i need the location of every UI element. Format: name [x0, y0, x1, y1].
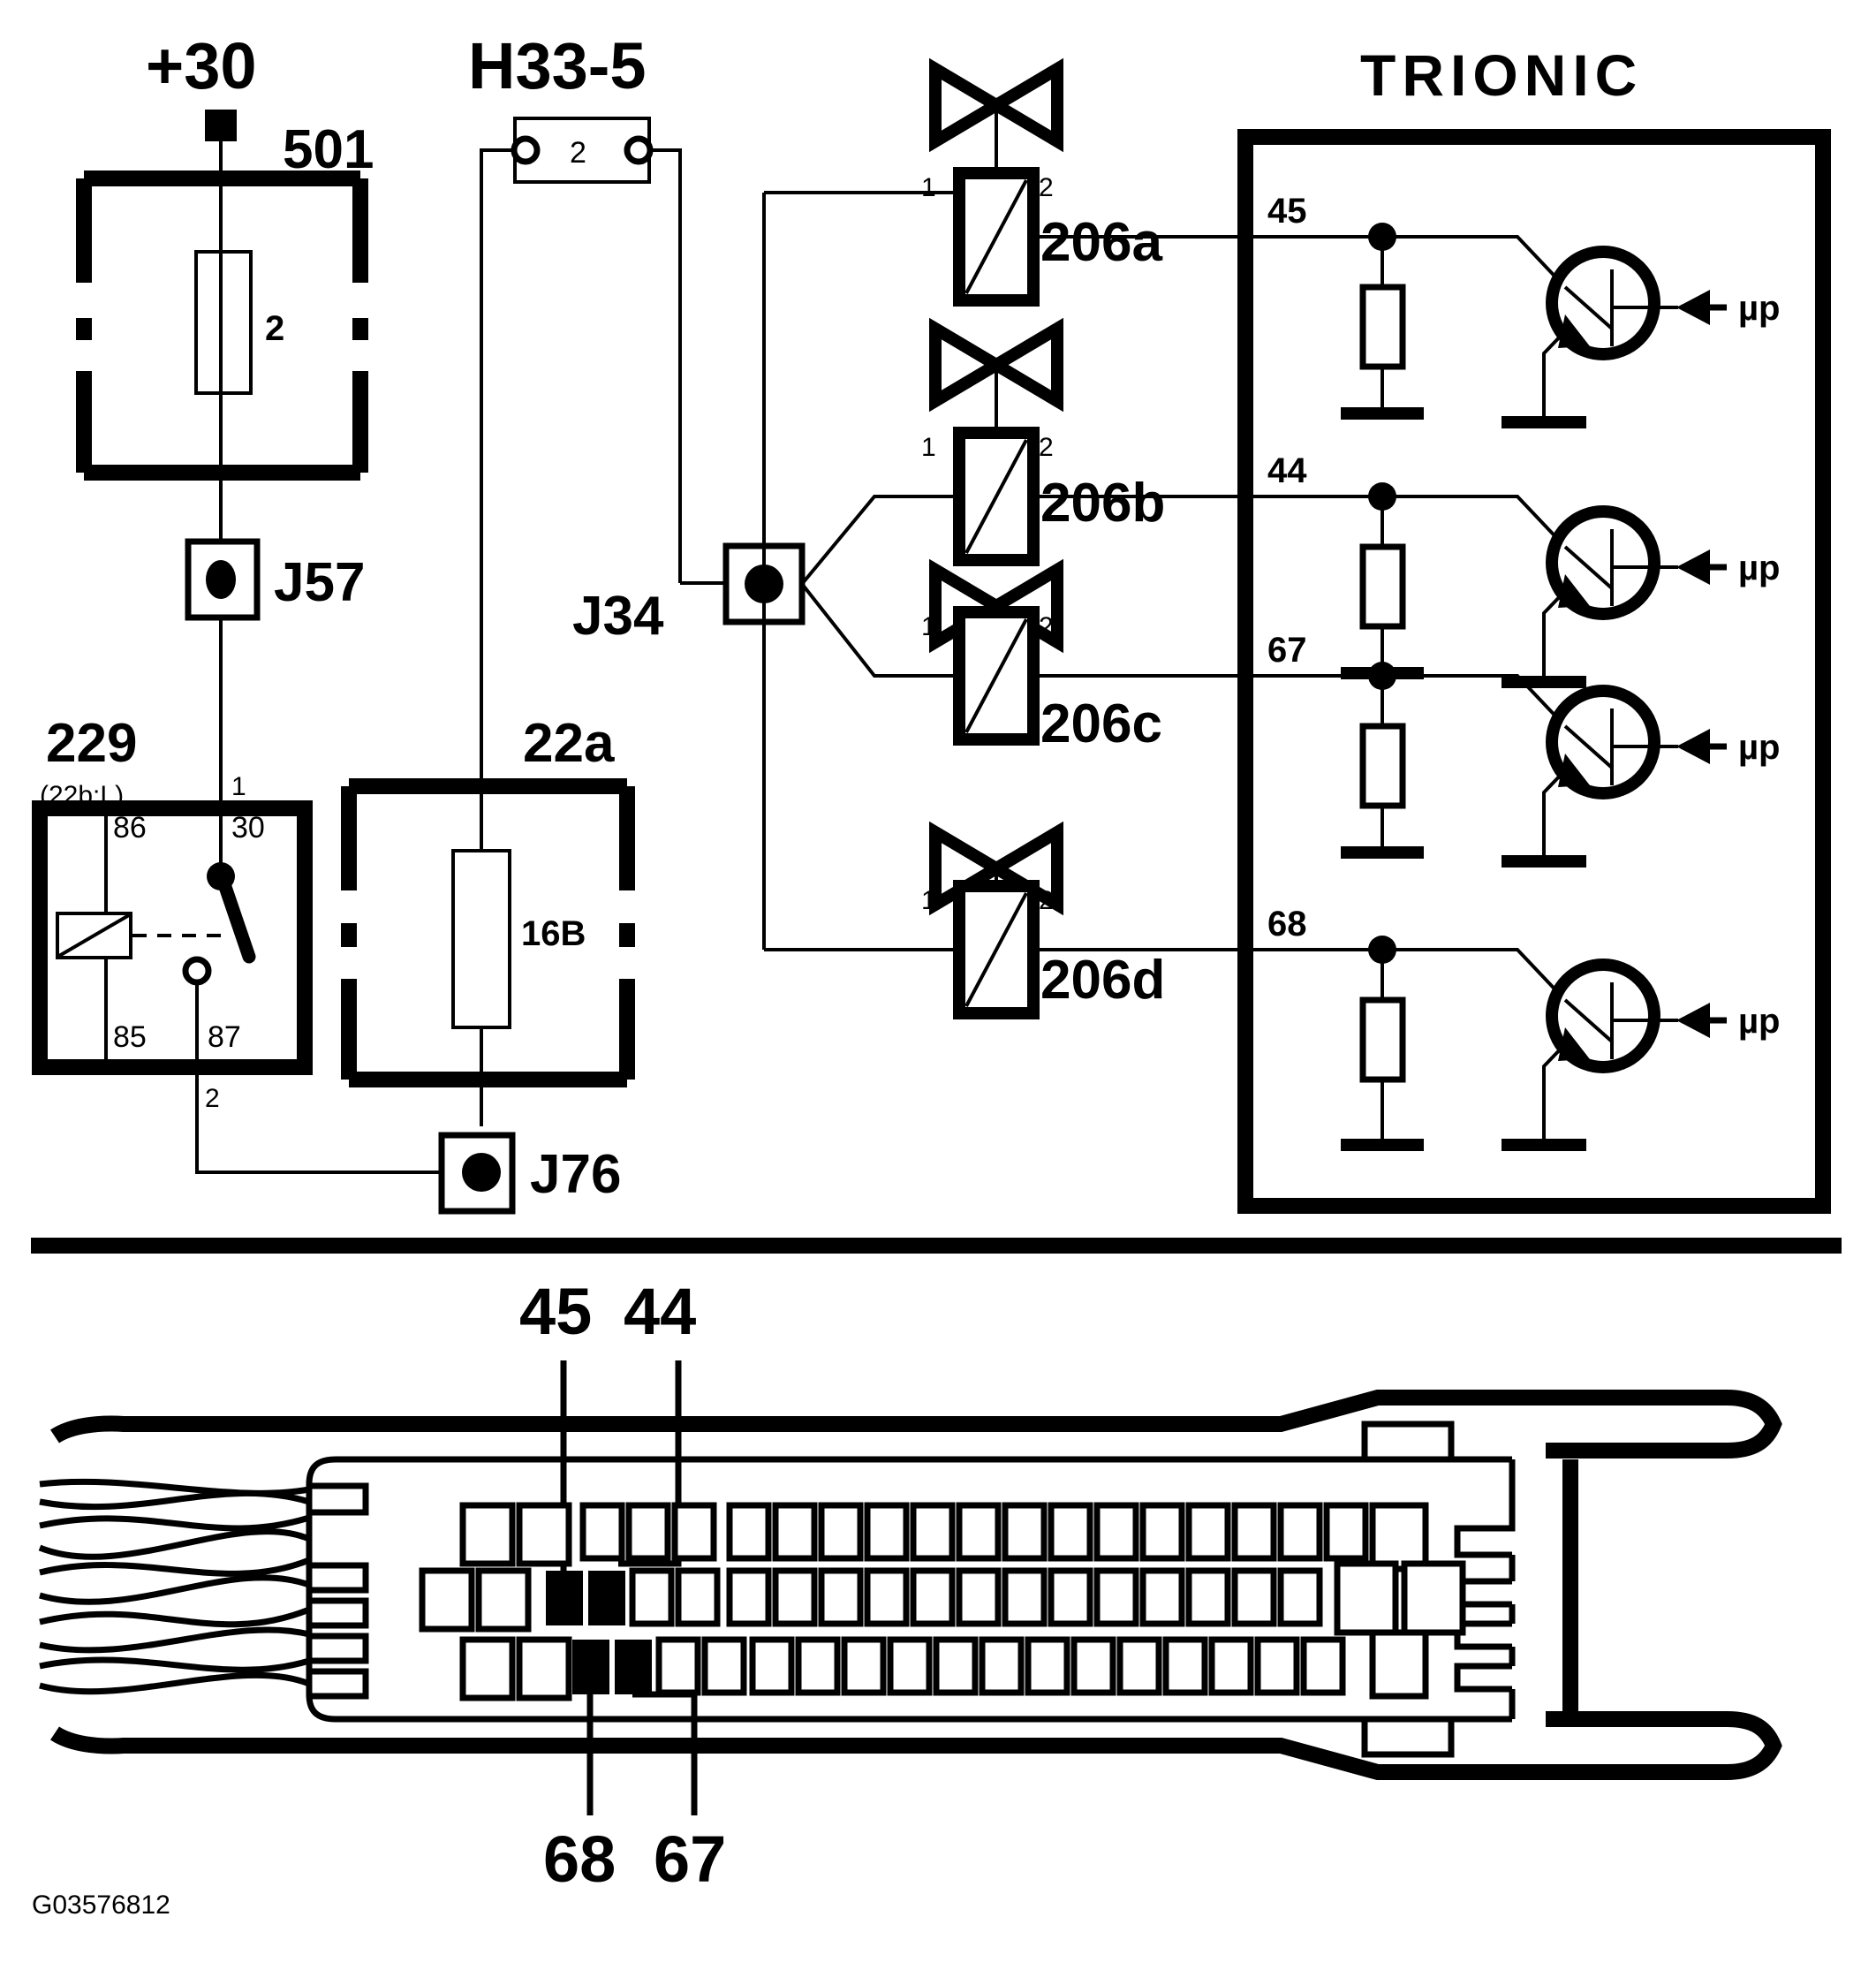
fusebox-501-label: 501	[283, 119, 374, 180]
wire-j34-to-206b	[800, 495, 954, 586]
ecu-channel-45	[1245, 223, 1727, 428]
ecu-channel-67	[1245, 662, 1727, 868]
ecu-channel-68	[1245, 936, 1727, 1151]
ecu-pin-67: 67	[1267, 631, 1307, 670]
relay-pin-85: 85	[113, 1020, 147, 1054]
relay-229-label: 229	[46, 713, 137, 774]
connector-shell	[50, 1390, 1782, 1780]
injector-206b	[929, 317, 1245, 566]
highlighted-pin-45	[546, 1571, 583, 1625]
ecu-enclosure	[1237, 129, 1831, 1214]
callout-label-67: 67	[654, 1822, 726, 1896]
injector-206a-label: 206a	[1040, 212, 1162, 273]
ecu-title: TRIONIC	[1360, 42, 1643, 108]
injector-206a-pin-2: 2	[1039, 173, 1054, 202]
injector-206c	[929, 558, 1245, 746]
wire-h33-left	[480, 148, 515, 1126]
highlighted-pin-67	[615, 1640, 652, 1694]
splice-j34-label: J34	[572, 586, 664, 647]
wire-j34-to-206c	[800, 582, 954, 678]
pullup-resistor-icon	[1359, 284, 1406, 370]
connector-h33-label: H33-5	[468, 29, 647, 102]
valve-symbol-icon	[929, 317, 1063, 433]
fuse-16b-element	[451, 849, 511, 1029]
ecu-pin-44: 44	[1267, 451, 1307, 490]
fuse-501-element	[194, 250, 253, 395]
wire-relay-to-j76	[195, 1067, 442, 1174]
wire-h33-right	[649, 148, 682, 583]
transistor-icon	[1546, 246, 1660, 360]
injector-206b-pin-2: 2	[1039, 433, 1054, 462]
wire-bundle	[38, 1478, 313, 1695]
connector-h33-pin-label: 2	[570, 136, 586, 170]
callout-label-45: 45	[519, 1275, 592, 1348]
relay-229-body	[32, 800, 313, 1075]
callout-label-44: 44	[624, 1275, 696, 1348]
part-number: G03576812	[32, 1890, 170, 1920]
power-supply-label: +30	[146, 29, 257, 102]
injector-206c-label: 206c	[1040, 693, 1162, 754]
valve-symbol-icon	[929, 57, 1063, 173]
pullup-resistor-icon	[1359, 996, 1406, 1083]
fuse-501-rating: 2	[265, 309, 284, 348]
injector-206b-label: 206b	[1040, 473, 1165, 534]
injector-206a-pin-1: 1	[921, 173, 936, 202]
relay-229-terminal-1: 1	[231, 772, 246, 801]
fuse-16b-rating: 16B	[521, 914, 586, 953]
relay-pin-30: 30	[231, 811, 265, 845]
injector-206a	[929, 57, 1245, 307]
injector-206c-pin-2: 2	[1039, 612, 1054, 641]
fusebox-22a	[341, 778, 635, 1087]
ecu-pin-68: 68	[1267, 905, 1307, 943]
splice-j76	[438, 1132, 516, 1215]
pullup-resistor-icon	[1359, 723, 1406, 809]
pullup-resistor-icon	[1359, 543, 1406, 630]
connector-h33-body	[511, 117, 654, 184]
ecu-pin-45: 45	[1267, 192, 1307, 231]
callout-label-68: 68	[543, 1822, 616, 1896]
transistor-icon	[1546, 958, 1660, 1073]
injector-206d	[929, 821, 1245, 1019]
injector-206b-pin-1: 1	[921, 433, 936, 462]
injector-206c-pin-1: 1	[921, 612, 936, 641]
injector-206d-label: 206d	[1040, 950, 1165, 1011]
ecu-driver-label-44: µp	[1738, 549, 1780, 587]
injector-206d-pin-2: 2	[1039, 886, 1054, 915]
ecu-driver-label-68: µp	[1738, 1002, 1780, 1041]
splice-j76-label: J76	[530, 1144, 621, 1205]
splice-j57-label: J57	[274, 552, 365, 613]
connector-body	[306, 1421, 1578, 1758]
pin-cavity-grid	[419, 1502, 1466, 1701]
relay-229-terminal-2: 2	[205, 1084, 220, 1113]
fusebox-22a-label: 22a	[523, 713, 615, 774]
power-terminal-icon	[205, 110, 237, 141]
highlighted-pin-44	[588, 1571, 625, 1625]
highlighted-pin-68	[572, 1640, 609, 1694]
callout-leader-67	[632, 1691, 698, 1815]
ecu-driver-label-67: µp	[1738, 728, 1780, 767]
transistor-icon	[1546, 505, 1660, 620]
transistor-icon	[1546, 685, 1660, 799]
ecu-driver-label-45: µp	[1738, 289, 1780, 328]
relay-pin-87: 87	[208, 1020, 241, 1054]
injector-206d-pin-1: 1	[921, 886, 936, 915]
relay-pin-86: 86	[113, 811, 147, 845]
splice-j57	[185, 538, 261, 621]
